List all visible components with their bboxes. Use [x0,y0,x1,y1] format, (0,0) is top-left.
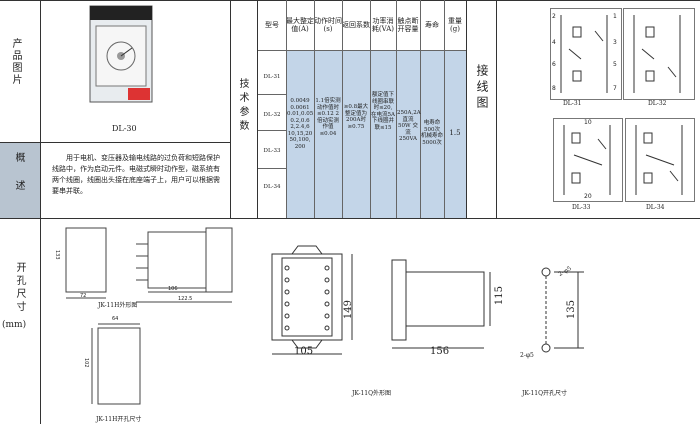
jk11q-dim-115: 115 [494,286,505,306]
dl31-t5: 5 [613,61,617,68]
cutout-unit: (mm) [2,320,27,330]
label-col-divider [40,0,41,218]
jk11h-cut-caption: JK-11H开孔尺寸 [96,416,142,423]
top-border [0,0,700,1]
dl31-t4: 4 [552,39,556,46]
jk11h-caption: JK-11H外形图 [98,302,138,309]
jk11q-dim-135: 135 [566,300,577,320]
tcol2 [314,0,315,218]
tcol6 [420,0,421,218]
relay-photo [88,4,156,106]
overview-label-bg [0,143,40,218]
jk11q-front-drawing [262,238,372,368]
wiring-label: 接线图 [475,64,489,112]
tcol5 [396,0,397,218]
dl32-caption: DL-32 [648,100,667,107]
action-time-value: 1.1倍实测动作值时≤0.12 2倍动实测作值≤0.04 [315,98,341,137]
th-return-coef: 返回系数 [342,21,370,29]
dl33-t10: 10 [584,119,592,126]
dl31-caption: DL-31 [563,100,582,107]
tech-table: 型号 最大整定值(A) 动作时间(s) 返回系数 功率消耗(VA) 触点断开容量… [258,0,466,218]
jk11q-cutout-drawing [524,262,594,362]
tcol3 [342,0,343,218]
power-value: 额定值下线圈串联时≤20,在电流5A下线圈并联≤15 [371,92,395,131]
model-rule-1 [258,94,286,95]
th-life: 寿命 [425,21,439,29]
jk11q-dim-156: 156 [430,346,450,357]
overview-label: 概述 [13,152,24,208]
model-row-4: DL-34 [263,184,281,190]
jk11q-cut-hole: 2-φ5 [520,352,534,359]
col-divider-2 [257,0,258,218]
label-col-divider-bottom [40,218,41,424]
jk11h-dim-106: 106 [168,286,178,292]
tcol4 [370,0,371,218]
jk11h-cutout-drawing: 64 102 [82,316,152,410]
model-rule-2 [258,130,286,131]
th-power: 功率消耗(VA) [371,17,395,33]
table-header-rule [258,50,466,51]
jk11q-front-terminals [284,265,330,331]
jk11q-dim-105: 105 [294,346,314,357]
th-weight: 重量(g) [448,17,462,33]
jk11q-cut-caption: JK-11Q开孔尺寸 [522,390,568,397]
dl31-t6: 6 [552,61,556,68]
dl31-t2: 2 [552,13,556,20]
product-model: DL-30 [112,124,137,133]
th-action-time: 动作时间(s) [314,17,342,33]
jk11h-cut-dim-102: 102 [83,358,89,368]
wiring-diagram-dl34 [625,118,695,202]
jk11h-cut-dim-64: 64 [112,316,119,322]
life-value: 电寿命500次 机械寿命5000次 [421,120,444,146]
jk11q-caption: JK-11Q外形图 [352,390,392,397]
row-divider-1 [0,142,230,143]
cutout-label: 开孔尺寸 [14,262,25,314]
weight-value: 1.5 [449,129,461,137]
dl31-t1: 1 [613,13,617,20]
tcol7 [444,0,445,218]
tcol1 [286,0,287,218]
dl31-t3: 3 [613,39,617,46]
model-row-2: DL-32 [263,112,281,118]
jk11h-dim-133: 133 [54,250,60,260]
model-row-1: DL-31 [263,74,281,80]
dl33-t20: 20 [584,193,592,200]
dl31-t7: 7 [613,85,617,92]
wiring-diagram-dl33: 10 20 [553,118,623,202]
th-contact: 触点断开容量 [397,17,419,33]
return-coef-value: ≥0.8最大整定值为200A时≥0.75 [343,104,369,130]
col-divider-4 [496,0,497,218]
overview-text: 用于电机、变压器及输电线路的过负荷和短路保护线路中，作为启动元件。电磁式瞬时动作… [52,154,220,195]
max-setting-value: 0.0049 0.0061 0.01,0.05 0.2,0.6 2,2.4,6 … [287,98,314,150]
model-rule-3 [258,168,286,169]
contact-value: 250A,2A 直流 50W 交流 250VA [397,110,421,142]
dl34-caption: DL-34 [646,204,665,211]
wiring-diagram-dl32 [623,8,695,100]
jk11q-side-drawing [384,240,504,360]
wiring-diagram-dl31: 2 4 6 8 1 3 5 7 [550,8,622,100]
col-divider-1 [230,0,231,218]
jk11q-dim-149: 149 [343,300,354,320]
model-row-3: DL-33 [263,148,281,154]
jk11h-dim-72: 72 [80,293,87,299]
row-divider-2 [0,218,700,219]
product-image-label: 产品图片 [10,38,21,86]
th-model: 型号 [265,21,279,29]
th-max-setting: 最大整定值(A) [286,17,314,33]
jk11h-outline-drawing: 72 106 122.5 133 [52,222,242,337]
jk11h-dim-122: 122.5 [178,296,193,302]
col-divider-3 [466,0,467,218]
dl31-t8: 8 [552,85,556,92]
tech-params-label: 技术参数 [237,78,248,134]
table-body-bg [286,51,466,218]
dl33-caption: DL-33 [572,204,591,211]
